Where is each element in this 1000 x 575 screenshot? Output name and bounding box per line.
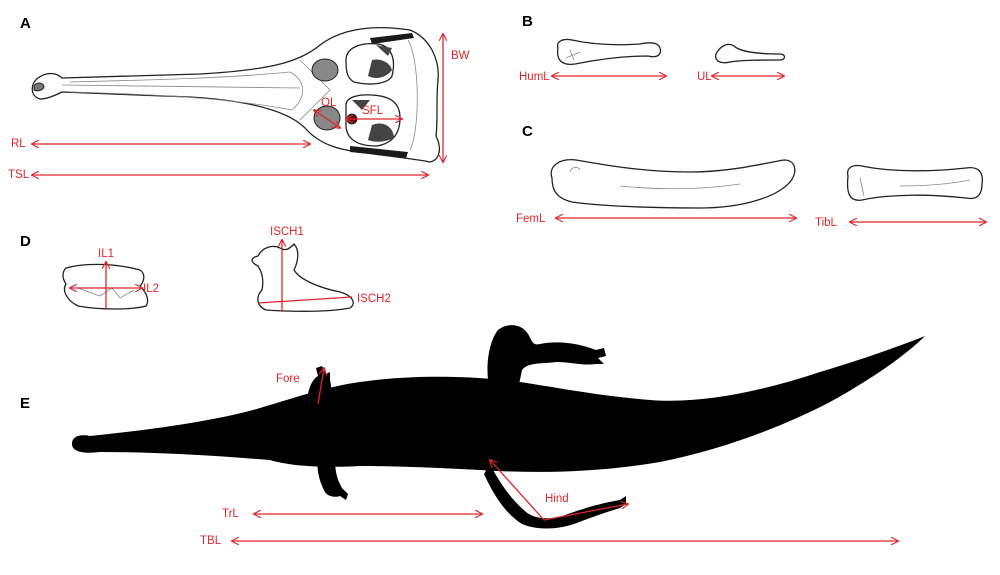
temporal-fenestra-lower-shading	[352, 100, 394, 142]
panel-label-c: C	[522, 123, 533, 140]
ilium	[62, 263, 149, 310]
il2-label: IL2	[143, 283, 159, 295]
ul-label: UL	[697, 71, 712, 83]
hind-line-1	[490, 460, 545, 521]
tibia-detail	[859, 177, 971, 197]
panel-label-e: E	[20, 395, 30, 412]
temporal-fenestra-upper-shading	[368, 45, 392, 78]
occipital-line	[407, 39, 418, 151]
rostrum-midline	[61, 84, 301, 89]
humerus-detail	[565, 49, 581, 61]
rostrum-suture-lower	[69, 91, 293, 111]
orbit-lower	[313, 105, 341, 131]
panel-label-d: D	[20, 233, 31, 250]
fore-line	[317, 368, 324, 405]
tibia	[846, 164, 984, 201]
tibl-label: TibL	[815, 217, 838, 229]
body-silhouette	[72, 336, 925, 472]
tbl-label: TBL	[200, 535, 222, 547]
squamosal-bar-lower	[350, 146, 408, 158]
femur	[550, 159, 796, 209]
rostrum-suture-upper	[69, 71, 291, 83]
premaxilla-nares	[33, 82, 45, 92]
orbit-upper	[311, 58, 339, 82]
panel-label-b: B	[522, 13, 533, 30]
ol-line	[314, 110, 340, 128]
tsl-label: TSL	[8, 169, 30, 181]
foreleg-back	[317, 456, 348, 500]
feml-label: FemL	[516, 213, 546, 225]
ol-label: OL	[321, 97, 337, 109]
isch2-label: ISCH2	[357, 293, 391, 305]
panel-b-forelimb: B HumL UL	[519, 13, 786, 83]
squamosal-bar-upper	[370, 33, 414, 44]
isch1-label: ISCH1	[270, 226, 304, 238]
hindleg-upper	[487, 325, 606, 400]
sfl-label: SFL	[362, 105, 384, 117]
humerus	[556, 38, 662, 66]
panel-a-skull: A BW OL SFL RL TSL	[8, 15, 470, 181]
bw-label: BW	[451, 50, 470, 62]
huml-label: HumL	[519, 71, 550, 83]
fore-label: Fore	[276, 373, 300, 385]
foreleg-front	[308, 366, 332, 406]
trl-label: TrL	[222, 508, 239, 520]
panel-c-hindlimb: C FemL TibL	[516, 123, 986, 229]
cranial-suture	[289, 59, 331, 121]
panel-d-pelvis: D IL1 IL2 ISCH1 ISCH2	[20, 226, 391, 312]
hind-label: Hind	[545, 493, 569, 505]
isch2-line	[257, 296, 353, 304]
panel-e-body: E Fore Hind TrL TBL	[20, 325, 925, 547]
il1-label: IL1	[98, 248, 114, 260]
hindleg-lower	[484, 464, 626, 529]
rl-label: RL	[11, 138, 26, 150]
ulna	[715, 43, 786, 64]
hind-line-2	[543, 504, 628, 521]
panel-label-a: A	[20, 15, 31, 32]
ischium	[251, 243, 354, 312]
femur-detail	[569, 166, 741, 190]
